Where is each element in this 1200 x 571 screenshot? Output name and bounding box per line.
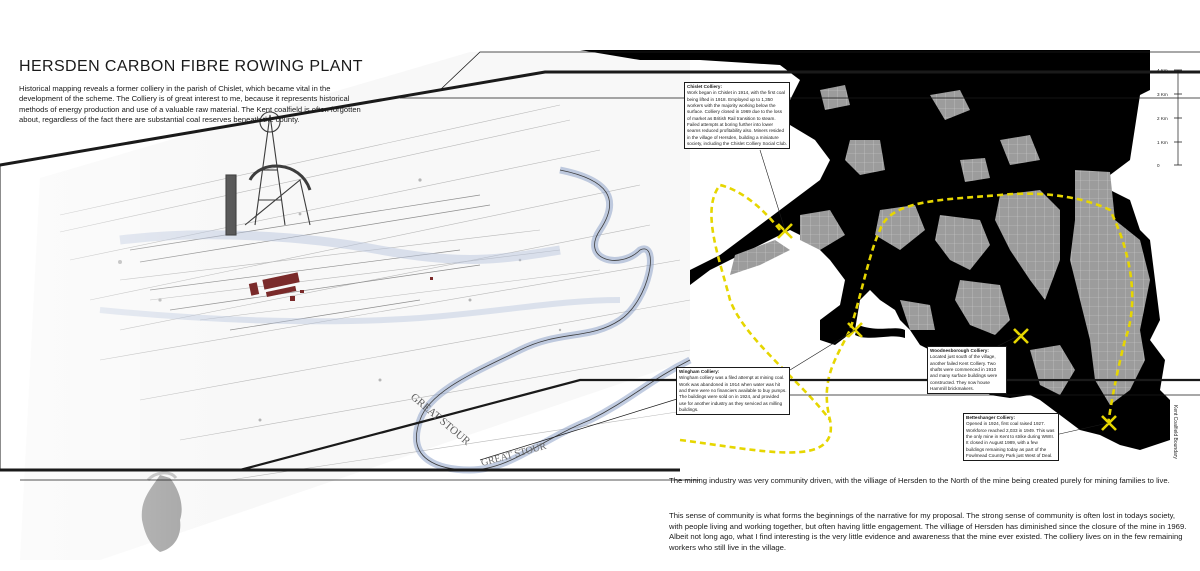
callout-betteshanger-colliery: Betteshanger Colliery: Opened in 1924, f…	[963, 413, 1059, 462]
callout-woodnesborough-colliery: Woodnesborough Colliery: Located just so…	[927, 346, 1007, 395]
callout-text: Opened in 1924, first coal raised 1927. …	[966, 421, 1055, 458]
scale-label-3km: 3 Km	[1157, 92, 1168, 97]
callout-text: Located just south of the village, anoth…	[930, 354, 998, 391]
callout-wingham-colliery: Wingham Colliery: Wingham colliery was a…	[676, 367, 790, 416]
scale-label-1km: 1 Km	[1157, 140, 1168, 145]
intro-paragraph: Historical mapping reveals a former coll…	[19, 84, 361, 125]
scale-label-0: 0	[1157, 163, 1160, 168]
woodnesborough-marker	[1013, 328, 1029, 344]
callout-title: Woodnesborough Colliery:	[930, 348, 989, 353]
scale-label-2km: 2 Km	[1157, 116, 1168, 121]
callout-title: Chislet Colliery:	[687, 84, 722, 89]
scale-label-4km: 4 Km	[1157, 68, 1168, 73]
callout-title: Betteshanger Colliery:	[966, 415, 1016, 420]
callout-text: Wingham colliery was a filed attempt at …	[679, 375, 787, 412]
callout-chislet-colliery: Chislet Colliery: Work began in Chislet …	[684, 82, 790, 150]
callout-text: Work began in Chislet in 1914, with the …	[687, 90, 788, 146]
page-title: HERSDEN CARBON FIBRE ROWING PLANT	[19, 58, 363, 75]
callout-title: Wingham Colliery:	[679, 369, 720, 374]
coal-seams	[730, 85, 1150, 405]
community-paragraph: The mining industry was very community d…	[669, 476, 1170, 485]
colliery-markers	[777, 223, 1117, 431]
framing-lines	[0, 51, 1200, 481]
coalfield-boundary-label: Kent Coalfield Boundary	[1172, 405, 1178, 459]
narrative-paragraph: This sense of community is what forms th…	[669, 511, 1187, 552]
betteshanger-marker	[1101, 415, 1117, 431]
chislet-marker	[777, 223, 793, 239]
scale-bar	[1174, 69, 1182, 166]
